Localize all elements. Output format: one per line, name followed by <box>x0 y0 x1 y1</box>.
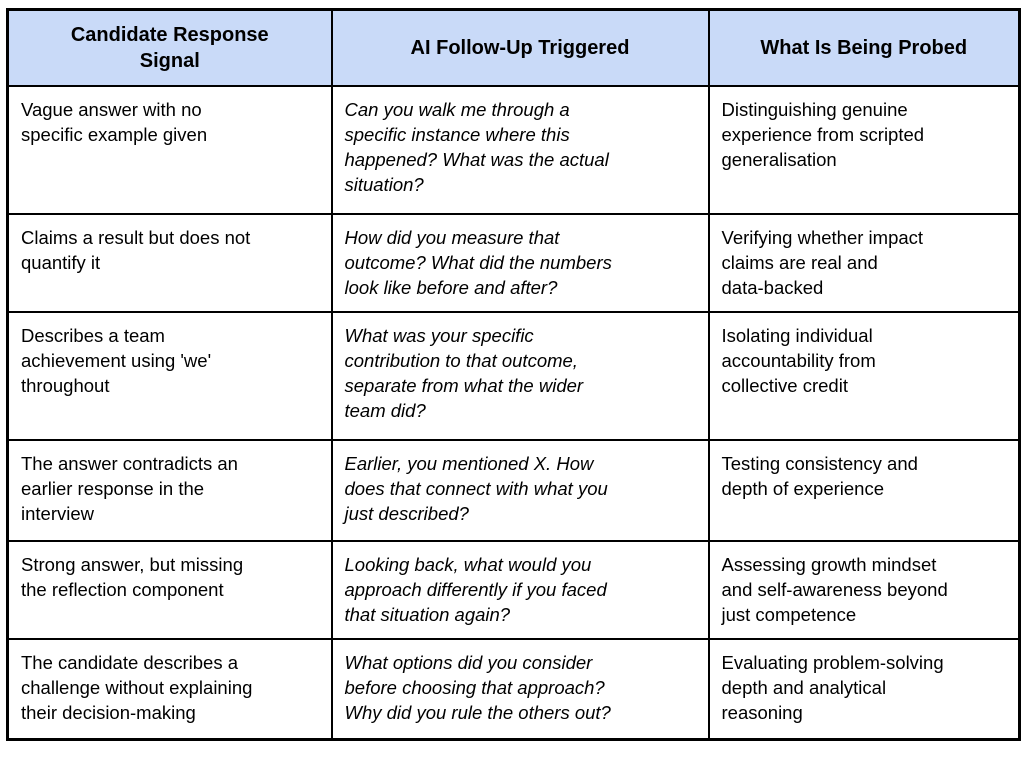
probe-cell: Verifying whether impact claims are real… <box>707 212 1021 313</box>
followup-cell: What options did you consider before cho… <box>330 637 710 741</box>
followup-cell: How did you measure that outcome? What d… <box>330 212 710 313</box>
header-cell-candidate-response-signal: Candidate Response Signal <box>6 8 333 87</box>
probe-cell: Testing consistency and depth of experie… <box>707 438 1021 542</box>
signal-cell: Describes a team achievement using 'we' … <box>6 310 333 441</box>
probe-cell: Evaluating problem-solving depth and ana… <box>707 637 1021 741</box>
signal-cell: Claims a result but does not quantify it <box>6 212 333 313</box>
signal-cell: The candidate describes a challenge with… <box>6 637 333 741</box>
signal-cell: Strong answer, but missing the reflectio… <box>6 539 333 640</box>
probe-cell: Assessing growth mindset and self-awaren… <box>707 539 1021 640</box>
table-row: The candidate describes a challenge with… <box>6 637 1021 741</box>
header-cell-ai-follow-up-triggered: AI Follow-Up Triggered <box>330 8 710 87</box>
followup-cell: What was your specific contribution to t… <box>330 310 710 441</box>
followup-cell: Can you walk me through a specific insta… <box>330 84 710 215</box>
followup-cell: Looking back, what would you approach di… <box>330 539 710 640</box>
signal-cell: The answer contradicts an earlier respon… <box>6 438 333 542</box>
table-row: Describes a team achievement using 'we' … <box>6 310 1021 441</box>
probe-cell: Distinguishing genuine experience from s… <box>707 84 1021 215</box>
table-row: Vague answer with no specific example gi… <box>6 84 1021 215</box>
table-row: Claims a result but does not quantify it… <box>6 212 1021 313</box>
signal-cell: Vague answer with no specific example gi… <box>6 84 333 215</box>
header-row: Candidate Response Signal AI Follow-Up T… <box>6 8 1021 87</box>
table-row: The answer contradicts an earlier respon… <box>6 438 1021 542</box>
interview-probe-table: Candidate Response Signal AI Follow-Up T… <box>6 8 1021 741</box>
header-cell-what-is-being-probed: What Is Being Probed <box>707 8 1021 87</box>
probe-cell: Isolating individual accountability from… <box>707 310 1021 441</box>
followup-cell: Earlier, you mentioned X. How does that … <box>330 438 710 542</box>
table-row: Strong answer, but missing the reflectio… <box>6 539 1021 640</box>
